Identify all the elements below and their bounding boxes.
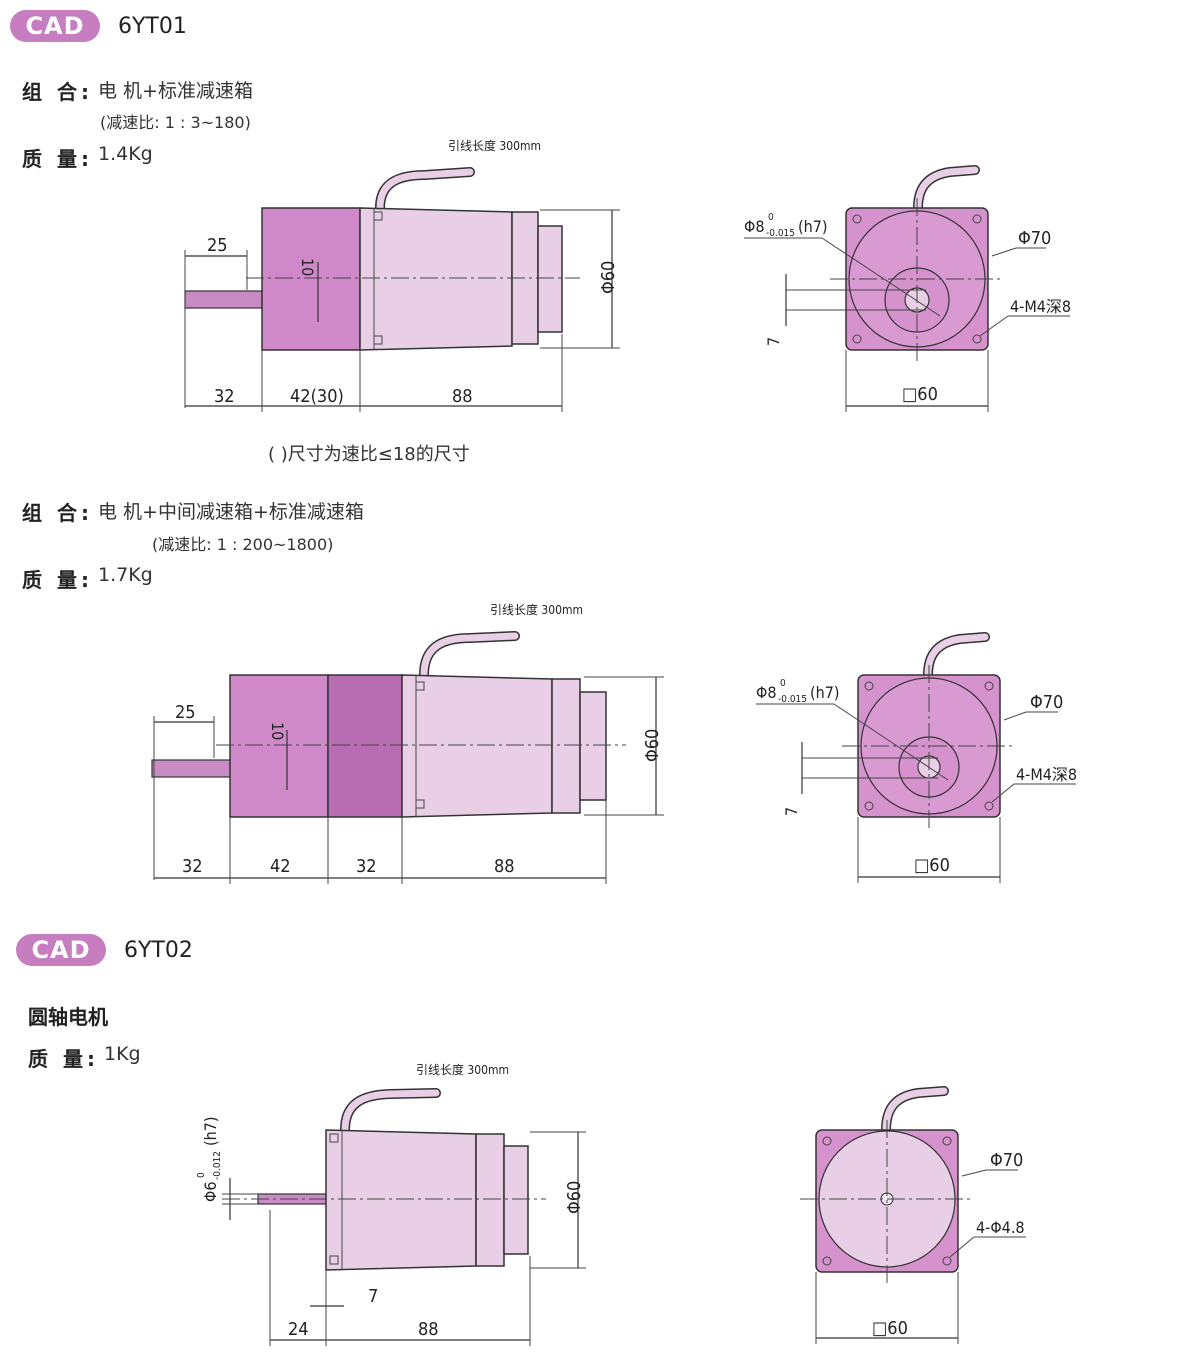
pilot-label-2: Φ70	[1030, 692, 1063, 713]
motor-body	[359, 207, 513, 351]
shaft-tol-2: (h7)	[810, 683, 840, 702]
dim-body-d-2: Φ60	[642, 729, 663, 762]
model-6yt02: 6YT02	[124, 938, 193, 963]
drawing3-front: Φ70 4-Φ4.8 □60	[800, 1086, 1026, 1344]
holes-label-2: 4-M4深8	[1016, 765, 1077, 784]
lead-wire-label-3: 引线长度 300mm	[416, 1062, 509, 1077]
square-label-3: □60	[872, 1318, 908, 1339]
combo2-mass-label: 质 量:	[22, 568, 93, 592]
shaft-d-label-2: Φ8	[756, 683, 776, 702]
dim-l4-2: 88	[494, 856, 515, 877]
dim-l2-1: 42(30)	[290, 386, 344, 407]
combo2-ratio: (减速比: 1 : 200~1800)	[152, 535, 334, 554]
holes-label-3: 4-Φ4.8	[976, 1218, 1025, 1237]
combo2-value: 电 机+中间减速箱+标准减速箱	[98, 501, 364, 523]
tol-upper-3: 0	[196, 1172, 207, 1178]
dim-l3-1: 88	[452, 386, 473, 407]
mid-gearbox	[327, 674, 403, 818]
dim-shaft-len-2: 25	[175, 702, 196, 723]
gearbox-2	[229, 674, 329, 818]
dim-shaft-len-1: 25	[207, 235, 228, 256]
section2-mass: 1Kg	[104, 1043, 141, 1065]
tol-lower-3: -0.012	[212, 1151, 223, 1180]
combo1-ratio: (减速比: 1 : 3~180)	[100, 113, 251, 132]
cad-badge-2: CAD	[16, 934, 106, 966]
dim-key-h-1: 10	[298, 258, 317, 276]
tol-lower-1: -0.015	[766, 228, 795, 239]
shaft-d-label-3: Φ6	[201, 1182, 220, 1202]
drawing1-side: 引线长度 300mm 25 10 Φ60 32 42(30) 88	[184, 138, 620, 412]
shaft-d-label-1: Φ8	[744, 217, 764, 236]
key-label-3: 7	[368, 1286, 378, 1307]
dim-l1-3: 24	[288, 1319, 309, 1340]
dim-l1-2: 32	[182, 856, 203, 877]
key-label-1: 7	[764, 337, 783, 346]
drawing3-side: 引线长度 300mm Φ6 0 -0.012 (h7) Φ60 7 24 88	[196, 1062, 586, 1346]
section2-mass-label: 质 量:	[28, 1047, 99, 1071]
drawing2-side: 引线长度 300mm 25 10 Φ60 32 42 32 88	[151, 602, 664, 884]
square-label-2: □60	[914, 855, 950, 876]
combo1-note: ( )尺寸为速比≤18的尺寸	[268, 444, 470, 465]
gearbox	[261, 207, 361, 351]
holes-label-1: 4-M4深8	[1010, 297, 1071, 316]
drawing2-front: Φ8 0 -0.015 (h7) Φ70 4-M4深8 7 □60	[756, 632, 1077, 883]
combo2-label: 组 合:	[22, 501, 93, 525]
lead-wire-label-1: 引线长度 300mm	[448, 138, 541, 153]
combo1-label: 组 合:	[22, 80, 93, 104]
dim-l2-3: 88	[418, 1319, 439, 1340]
combo1-mass: 1.4Kg	[98, 143, 153, 165]
lead-wire-label-2: 引线长度 300mm	[490, 602, 583, 617]
dim-l3-2: 32	[356, 856, 377, 877]
output-shaft	[184, 290, 263, 309]
pilot-label-1: Φ70	[1018, 228, 1051, 249]
model-6yt01: 6YT01	[118, 14, 187, 39]
dim-body-d-3: Φ60	[564, 1181, 585, 1214]
motor-body-3	[325, 1129, 477, 1271]
tol-upper-1: 0	[768, 212, 774, 223]
dim-body-d-1: Φ60	[598, 261, 619, 294]
drawing1-front: Φ8 0 -0.015 (h7) Φ70 4-M4深8 7 □60	[744, 165, 1071, 412]
dim-key-h-2: 10	[268, 722, 287, 740]
shaft-tol-3: (h7)	[201, 1116, 220, 1146]
tol-upper-2: 0	[780, 678, 786, 689]
pilot-label-3: Φ70	[990, 1150, 1023, 1171]
square-label-1: □60	[902, 384, 938, 405]
section2-title: 圆轴电机	[28, 1005, 108, 1029]
dim-l1-1: 32	[214, 386, 235, 407]
combo1-mass-label: 质 量:	[22, 147, 93, 171]
combo2-mass: 1.7Kg	[98, 564, 153, 586]
combo1-value: 电 机+标准减速箱	[98, 80, 253, 102]
tol-lower-2: -0.015	[778, 694, 807, 705]
shaft-tol-1: (h7)	[798, 217, 828, 236]
cad-badge-1: CAD	[10, 10, 100, 42]
dim-l2-2: 42	[270, 856, 291, 877]
key-label-2: 7	[782, 807, 801, 816]
